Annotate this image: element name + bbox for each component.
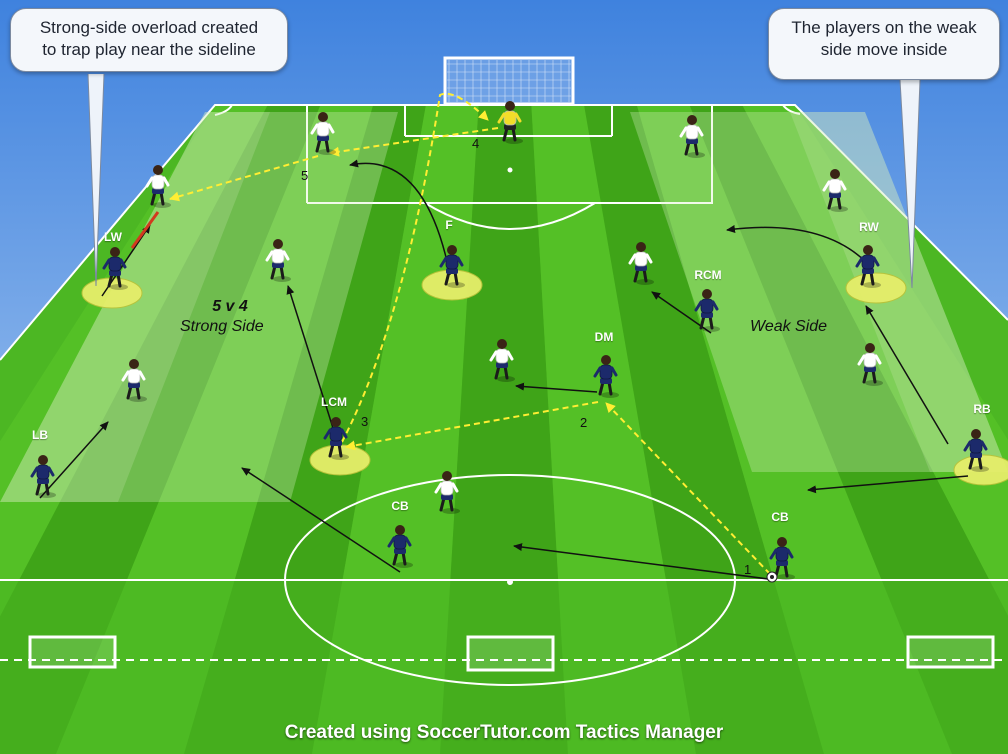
home-player — [30, 455, 56, 498]
home-player — [963, 429, 989, 472]
step-5: 5 — [301, 168, 309, 183]
label-rb: RB — [973, 402, 991, 416]
step-1: 1 — [744, 562, 752, 577]
label-cb-left: CB — [391, 499, 409, 513]
label-rcm: RCM — [694, 268, 722, 282]
weak-side-callout-line1: The players on the weak — [791, 18, 977, 37]
away-player — [434, 471, 460, 514]
weak-side-zone — [630, 112, 1008, 472]
label-dm: DM — [594, 330, 614, 344]
home-player — [694, 289, 720, 332]
mini-goal-left — [28, 635, 117, 669]
center-spot — [507, 579, 513, 585]
away-player — [145, 165, 171, 208]
strong-side-zone — [0, 112, 398, 502]
home-player — [593, 355, 619, 398]
away-player — [489, 339, 515, 382]
home-player — [439, 245, 465, 288]
strong-side-callout-line2: to trap play near the sideline — [42, 40, 256, 59]
away-player — [679, 115, 705, 158]
home-player — [387, 525, 413, 568]
strong-side-callout: Strong-side overload created to trap pla… — [10, 8, 288, 72]
weak-side-label: Weak Side — [750, 318, 828, 335]
strong-side-callout-line1: Strong-side overload created — [39, 18, 259, 37]
label-lw: LW — [104, 230, 122, 244]
away-player — [121, 359, 147, 402]
away-player — [822, 169, 848, 212]
step-2: 2 — [580, 415, 588, 430]
right-callout-pointer — [899, 79, 921, 289]
weak-side-callout-line2: side move inside — [820, 40, 948, 59]
strong-side-count: 5 v 4 — [212, 298, 248, 315]
home-player — [855, 245, 881, 288]
home-player — [102, 247, 128, 290]
strong-side-label: Strong Side — [180, 318, 264, 335]
label-f: F — [445, 218, 453, 232]
mini-goal-right — [906, 635, 995, 669]
goalkeeper — [497, 101, 523, 144]
grass-stripe — [0, 105, 268, 754]
field — [0, 105, 1008, 754]
left-channel-zone — [0, 112, 270, 502]
step-3: 3 — [361, 414, 369, 429]
away-player — [857, 343, 883, 386]
mini-goal-center — [466, 635, 555, 672]
away-player — [310, 112, 336, 155]
left-callout-pointer — [87, 73, 105, 287]
credit-footer: Created using SoccerTutor.com Tactics Ma… — [284, 722, 724, 743]
ball — [766, 571, 778, 583]
label-cb-right: CB — [771, 510, 789, 524]
step-4: 4 — [472, 136, 480, 151]
label-rw: RW — [859, 220, 879, 234]
penalty-spot — [507, 167, 513, 173]
away-player — [628, 242, 654, 285]
label-lcm: LCM — [321, 395, 347, 409]
weak-side-callout: The players on the weak side move inside — [768, 8, 1000, 80]
lw-run-arrow — [130, 211, 160, 249]
pass-arrows — [169, 92, 771, 575]
main-goal — [443, 56, 575, 106]
away-player — [265, 239, 291, 282]
home-player — [323, 417, 349, 460]
label-lb: LB — [32, 428, 48, 442]
highlight-discs — [81, 269, 1008, 486]
